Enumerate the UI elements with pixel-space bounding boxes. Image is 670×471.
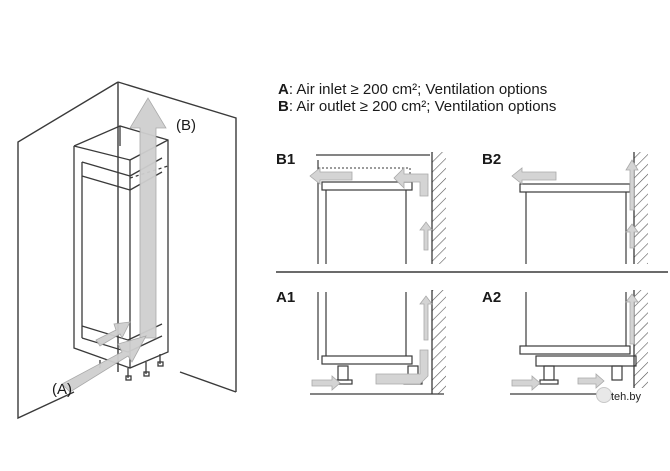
legend-inlet-text: : Air inlet ≥ 200 cm²; Ventilation optio… bbox=[288, 81, 548, 98]
panel-label-a2: A2 bbox=[482, 289, 501, 306]
legend-outlet: B: Air outlet ≥ 200 cm²; Ventilation opt… bbox=[278, 98, 556, 115]
watermark-text: teh.by bbox=[611, 391, 641, 403]
watermark-bg bbox=[604, 388, 664, 408]
right-wall bbox=[117, 81, 237, 392]
panel-b1 bbox=[316, 152, 446, 264]
callout-b: (B) bbox=[176, 117, 196, 134]
airflow-arrows-illustration bbox=[61, 97, 167, 393]
panel-a1 bbox=[310, 290, 446, 395]
left-wall bbox=[17, 81, 119, 420]
legend-inlet-key: A bbox=[278, 81, 289, 98]
legend-outlet-text: : Air outlet ≥ 200 cm²; Ventilation opti… bbox=[288, 98, 557, 115]
panel-label-b2: B2 bbox=[482, 151, 501, 168]
legend-inlet: A: Air inlet ≥ 200 cm²; Ventilation opti… bbox=[278, 81, 547, 98]
panel-label-b1: B1 bbox=[276, 151, 295, 168]
panel-b2-arrows bbox=[511, 159, 639, 249]
panel-a1-arrows bbox=[311, 295, 433, 391]
callout-a: (A) bbox=[52, 381, 72, 398]
panel-label-a1: A1 bbox=[276, 289, 295, 306]
watermark-logo-icon bbox=[596, 387, 612, 403]
legend-outlet-key: B bbox=[278, 98, 289, 115]
panel-b1-arrows bbox=[309, 167, 433, 251]
panel-a2-arrows bbox=[511, 293, 639, 391]
